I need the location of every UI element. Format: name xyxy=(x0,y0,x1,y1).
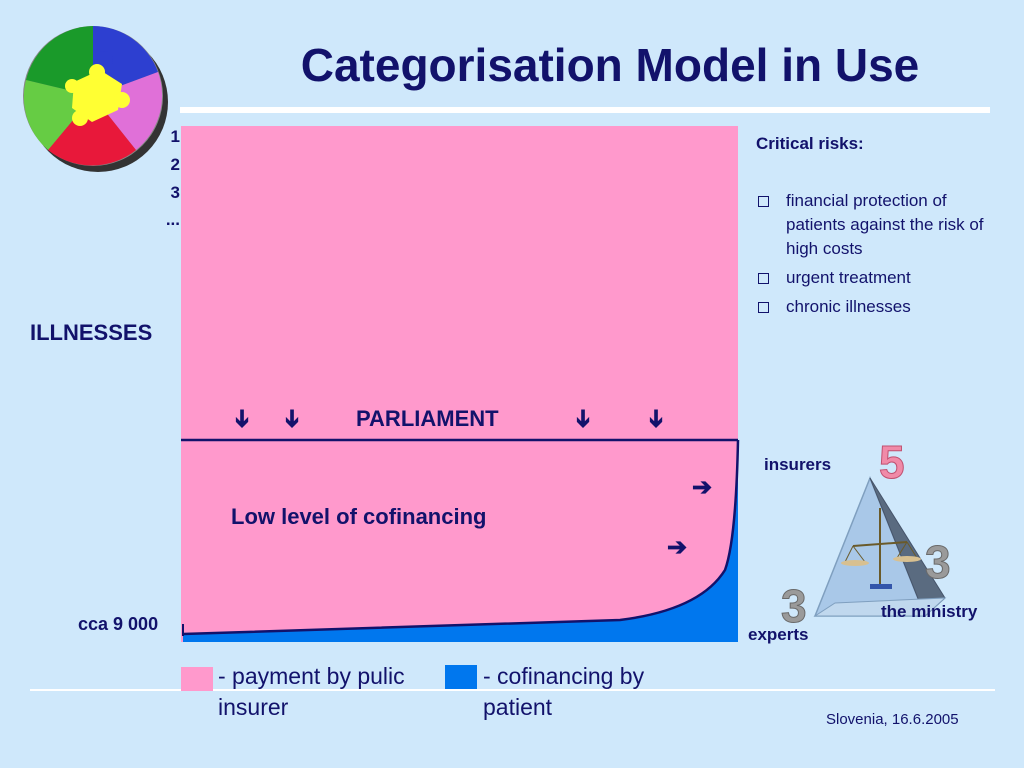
down-arrow-icon: ➔ xyxy=(278,408,306,429)
list-item: chronic illnesses xyxy=(756,295,1006,319)
critical-risks-list: financial protection of patients against… xyxy=(756,189,1006,324)
digit-3-icon: 3 xyxy=(781,580,807,628)
legend-payment-label: - payment by pulic insurer xyxy=(218,663,405,720)
insurers-label: insurers xyxy=(764,455,832,474)
y-tick-2: 2 xyxy=(170,155,180,174)
bottom-tick-label: cca 9 000 xyxy=(78,614,159,634)
legend-cofinancing-label: - cofinancing by patient xyxy=(483,663,645,720)
footer-text: Slovenia, 16.6.2005 xyxy=(826,711,959,728)
digit-5-icon: 5 xyxy=(879,438,905,488)
y-tick-ellipsis: ... xyxy=(165,210,180,229)
critical-risks-title: Critical risks: xyxy=(756,134,864,153)
list-item: urgent treatment xyxy=(756,266,1006,290)
payment-region xyxy=(181,126,738,642)
list-item: financial protection of patients against… xyxy=(756,189,1006,261)
page-title: Categorisation Model in Use xyxy=(300,39,920,91)
puzzle-logo xyxy=(23,26,168,172)
y-tick-1: 1 xyxy=(170,127,180,146)
cofinancing-curve xyxy=(182,439,740,636)
footer-divider xyxy=(30,689,995,691)
title-divider xyxy=(180,107,990,113)
experts-label: experts xyxy=(748,625,809,644)
ministry-label: the ministry xyxy=(881,602,978,621)
right-arrow-icon: ➔ xyxy=(692,474,713,501)
legend-payment-swatch xyxy=(181,667,213,691)
parliament-label: PARLIAMENT xyxy=(356,406,499,431)
cofinancing-region xyxy=(183,470,738,642)
down-arrow-icon: ➔ xyxy=(642,408,670,429)
square-bullet-icon xyxy=(758,273,769,284)
square-bullet-icon xyxy=(758,302,769,313)
square-bullet-icon xyxy=(758,196,769,207)
legend-cofinancing-swatch xyxy=(445,665,477,689)
down-arrow-icon: ➔ xyxy=(569,408,597,429)
low-cofinancing-label: Low level of cofinancing xyxy=(231,504,487,529)
digit-3-icon: 3 xyxy=(925,536,951,588)
right-arrow-icon: ➔ xyxy=(667,534,688,561)
y-axis-label: ILLNESSES xyxy=(30,320,153,345)
triangle-scales-illustration: 5 3 3 xyxy=(781,438,952,628)
down-arrow-icon: ➔ xyxy=(228,408,256,429)
y-tick-3: 3 xyxy=(170,183,180,202)
